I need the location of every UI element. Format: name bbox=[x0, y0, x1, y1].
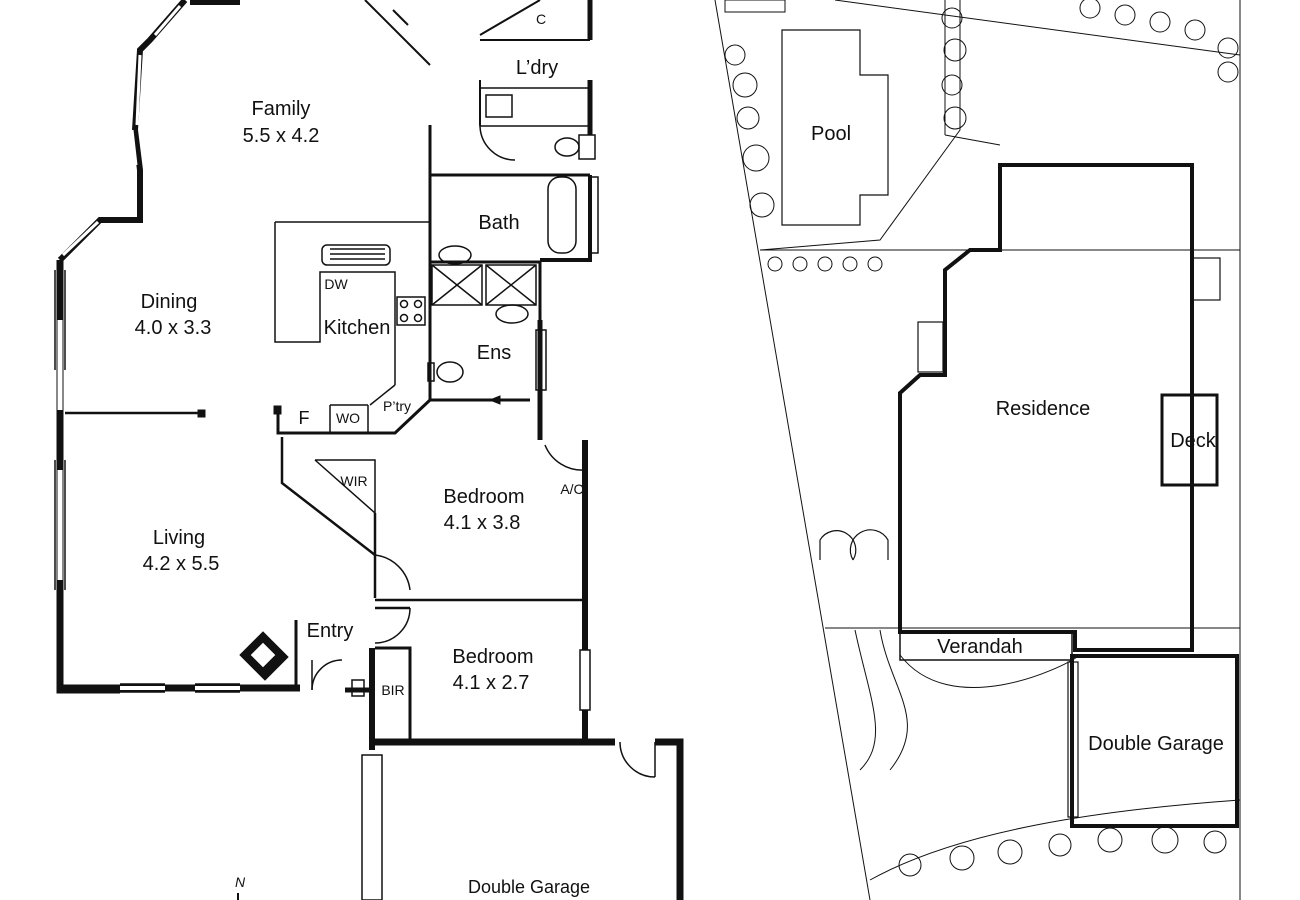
room-fridge-name: F bbox=[299, 408, 310, 428]
site-residence-label: Residence bbox=[996, 398, 1091, 420]
room-living-size: 4.2 x 5.5 bbox=[143, 553, 220, 575]
fireplace-symbol bbox=[239, 631, 289, 681]
room-laundry-name: L’dry bbox=[516, 57, 558, 79]
room-bedroom-2-name: Bedroom bbox=[452, 646, 533, 668]
room-ens-name: Ens bbox=[477, 342, 511, 364]
site-pool-label: Pool bbox=[811, 123, 851, 145]
floor-plan bbox=[54, 0, 684, 900]
site-plan-labels: Pool Residence Deck Verandah Double Gara… bbox=[811, 123, 1224, 755]
site-plan bbox=[714, 0, 1241, 900]
room-dining-name: Dining bbox=[141, 291, 198, 313]
room-wir-name: WIR bbox=[340, 473, 367, 489]
room-dishwasher-name: DW bbox=[324, 276, 348, 292]
family-walls bbox=[364, 0, 432, 400]
site-boundaries bbox=[714, 0, 1241, 900]
room-dining-size: 4.0 x 3.3 bbox=[135, 317, 212, 339]
residence-outline bbox=[898, 163, 1194, 652]
floor-plan-labels: Family 5.5 x 4.2 Dining 4.0 x 3.3 Living… bbox=[135, 11, 590, 897]
bedroom-walls bbox=[311, 440, 591, 750]
south-walls bbox=[60, 620, 372, 693]
room-garage-name: Double Garage bbox=[468, 877, 590, 897]
west-walls bbox=[54, 0, 240, 694]
pool-outline bbox=[781, 29, 889, 226]
room-aircon-name: A/C bbox=[560, 481, 583, 497]
shrub-icons bbox=[724, 0, 1239, 877]
room-bir-name: BIR bbox=[381, 682, 404, 698]
wir-walls bbox=[280, 437, 377, 556]
room-bedroom-2-size: 4.1 x 2.7 bbox=[453, 672, 530, 694]
room-family-name: Family bbox=[252, 98, 311, 120]
room-bedroom-main-size: 4.1 x 3.8 bbox=[444, 512, 521, 534]
site-verandah-label: Verandah bbox=[937, 636, 1023, 658]
wet-areas bbox=[427, 0, 599, 471]
room-cupboard-name: C bbox=[536, 11, 546, 27]
pantry-area bbox=[273, 384, 432, 435]
room-family-size: 5.5 x 4.2 bbox=[243, 125, 320, 147]
deck-outline bbox=[1160, 393, 1219, 487]
verandah-outline bbox=[899, 631, 1073, 661]
room-bath-name: Bath bbox=[478, 212, 519, 234]
room-pantry-name: P’try bbox=[383, 398, 411, 414]
north-label: N bbox=[235, 874, 246, 890]
garage-walls bbox=[361, 738, 684, 900]
site-garage-outline bbox=[1070, 654, 1239, 828]
kitchen-bench bbox=[274, 221, 430, 385]
room-entry-name: Entry bbox=[307, 620, 354, 642]
site-deck-label: Deck bbox=[1170, 430, 1217, 452]
room-living-name: Living bbox=[153, 527, 205, 549]
room-wo-name: WO bbox=[336, 410, 360, 426]
room-bedroom-main-name: Bedroom bbox=[443, 486, 524, 508]
room-kitchen-name: Kitchen bbox=[324, 317, 391, 339]
site-garage-label: Double Garage bbox=[1088, 733, 1224, 755]
